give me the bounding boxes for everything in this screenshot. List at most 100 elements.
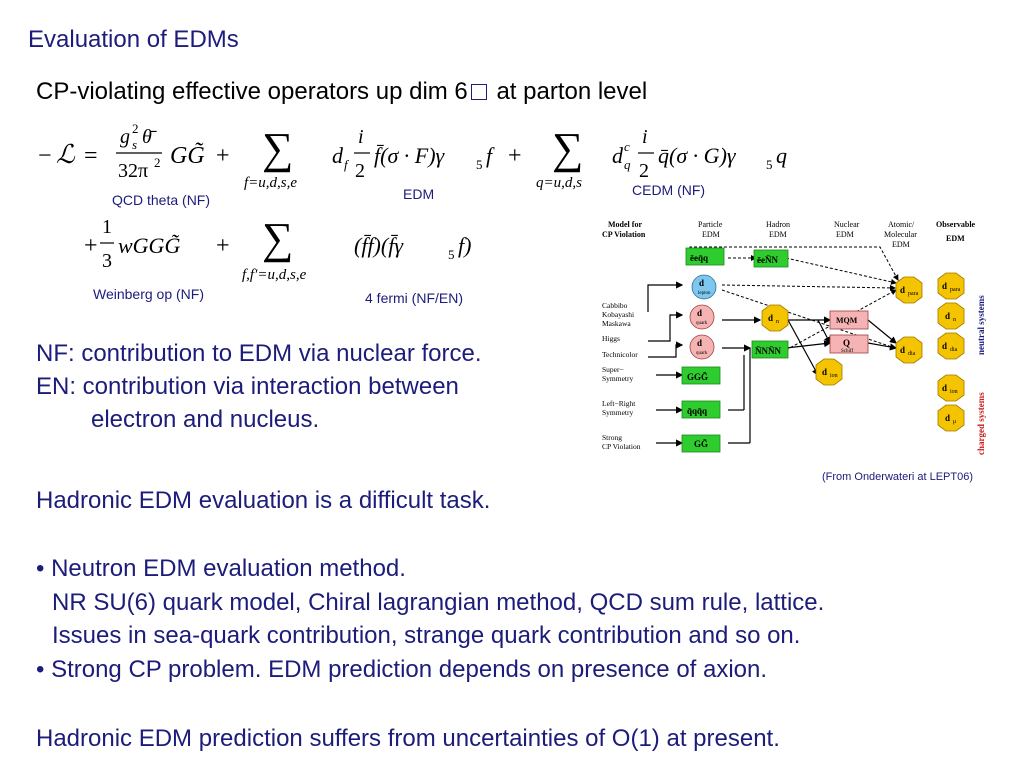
- svg-text:+: +: [216, 233, 230, 259]
- paragraph-hadronic-difficult: Hadronic EDM evaluation is a difficult t…: [36, 487, 491, 514]
- header-atomic2: Molecular: [884, 230, 917, 239]
- svg-text:3: 3: [102, 250, 112, 272]
- side-label-charged: charged systems: [976, 392, 986, 455]
- svg-text:2: 2: [132, 121, 139, 136]
- svg-text:+: +: [84, 233, 98, 259]
- svg-text:lepton: lepton: [698, 291, 711, 296]
- svg-text:q̄qq̄q: q̄qq̄q: [687, 406, 707, 416]
- svg-text:∑: ∑: [262, 124, 293, 173]
- svg-text:d: d: [945, 413, 950, 423]
- model-strong-cp: CP Violation: [602, 442, 641, 451]
- svg-text:d: d: [822, 367, 827, 377]
- svg-text:g: g: [120, 126, 130, 148]
- model-super: Super−: [602, 365, 624, 374]
- svg-text:d: d: [942, 341, 947, 351]
- svg-text:+: +: [216, 143, 230, 169]
- label-four-fermi: 4 fermi (NF/EN): [365, 290, 463, 306]
- svg-text:=: =: [84, 143, 98, 169]
- model-symmetry: Symmetry: [602, 374, 633, 383]
- missing-glyph-box: [470, 84, 487, 100]
- svg-text:dia: dia: [950, 347, 958, 353]
- diagram-caption: (From Onderwateri at LEPT06): [822, 471, 973, 483]
- subtitle-pre: CP-violating effective operators up dim …: [36, 78, 468, 105]
- header-observable2: EDM: [946, 234, 965, 243]
- svg-text:GGG̃: GGG̃: [687, 372, 708, 382]
- bullet-neutron-issues: Issues in sea-quark contribution, strang…: [52, 622, 801, 649]
- svg-text:n: n: [776, 319, 779, 325]
- slide-subtitle: CP-violating effective operators up dim …: [36, 78, 647, 106]
- svg-text:i: i: [358, 126, 364, 148]
- svg-text:5: 5: [448, 247, 455, 262]
- label-weinberg: Weinberg op (NF): [93, 286, 205, 302]
- note-en-cont: electron and nucleus.: [91, 406, 320, 433]
- svg-text:q: q: [624, 157, 631, 172]
- svg-text:d: d: [699, 278, 704, 288]
- header-atomic3: EDM: [892, 240, 910, 249]
- header-particle: Particle: [698, 220, 723, 229]
- svg-text:d: d: [945, 311, 950, 321]
- svg-text:ēeN̄N: ēeN̄N: [757, 255, 778, 265]
- svg-text:q=u,d,s: q=u,d,s: [536, 175, 582, 191]
- svg-text:s: s: [132, 137, 137, 152]
- model-kobayashi: Kobayashi: [602, 310, 634, 319]
- model-strong: Strong: [602, 433, 622, 442]
- svg-text:5: 5: [766, 157, 773, 172]
- svg-text:dia: dia: [908, 351, 916, 357]
- svg-text:GG̃: GG̃: [170, 142, 205, 169]
- header-observable: Observable: [936, 220, 976, 229]
- slide-title: Evaluation of EDMs: [28, 26, 239, 53]
- svg-text:d: d: [612, 143, 624, 168]
- svg-text:d: d: [942, 281, 947, 291]
- label-qcd-theta: QCD theta (NF): [112, 192, 211, 208]
- svg-text:+: +: [508, 143, 522, 169]
- svg-text:wGGG̃: wGGG̃: [118, 233, 180, 258]
- side-label-neutral: neutral systems: [976, 295, 986, 355]
- svg-text:1: 1: [102, 216, 112, 238]
- svg-text:d: d: [697, 308, 702, 318]
- label-cedm: CEDM (NF): [632, 182, 706, 198]
- svg-text:ēeq̄q: ēeq̄q: [690, 253, 708, 263]
- svg-text:2: 2: [639, 160, 649, 182]
- svg-text:f̄(σ · F)γ: f̄(σ · F)γ: [374, 143, 446, 168]
- svg-text:q: q: [776, 143, 787, 168]
- header-nuclear: Nuclear: [834, 220, 860, 229]
- svg-text:quark: quark: [696, 351, 708, 356]
- svg-text:para: para: [908, 291, 919, 297]
- svg-text:ℒ: ℒ: [56, 140, 76, 169]
- header-nuclear2: EDM: [836, 230, 854, 239]
- svg-text:q̄(σ · G)γ: q̄(σ · G)γ: [658, 143, 737, 168]
- svg-text:i: i: [642, 126, 648, 148]
- header-atomic: Atomic/: [888, 220, 915, 229]
- note-nf: NF: contribution to EDM via nuclear forc…: [36, 340, 482, 367]
- svg-text:−: −: [38, 143, 52, 169]
- svg-text:f=u,d,s,e: f=u,d,s,e: [244, 175, 297, 191]
- model-cabbibo: Cabbibo: [602, 301, 628, 310]
- svg-text:(f̄f)(f̄γ: (f̄f)(f̄γ: [354, 233, 404, 258]
- lagrangian-equation: − ℒ = g s 2 θ̄ 32π 2 GG̃ + ∑ f=u,d,s,e d…: [38, 121, 787, 283]
- header-hadron2: EDM: [769, 230, 787, 239]
- svg-text:MQM: MQM: [836, 316, 858, 325]
- svg-text:quark: quark: [696, 321, 708, 326]
- svg-text:d: d: [768, 313, 773, 323]
- svg-text:n: n: [953, 317, 956, 323]
- svg-text:θ̄: θ̄: [142, 126, 157, 148]
- svg-text:Q: Q: [843, 338, 850, 348]
- svg-text:∑: ∑: [552, 124, 583, 173]
- svg-text:2: 2: [355, 160, 365, 182]
- header-model: Model for: [608, 220, 642, 229]
- svg-text:f: f: [344, 157, 350, 172]
- bullet-neutron-edm: • Neutron EDM evaluation method.: [36, 555, 406, 582]
- svg-text:GG̃: GG̃: [694, 439, 708, 449]
- bullet-neutron-methods: NR SU(6) quark model, Chiral lagrangian …: [52, 589, 825, 616]
- svg-text:d: d: [900, 345, 905, 355]
- svg-text:d: d: [942, 383, 947, 393]
- model-lr-symmetry: Symmetry: [602, 408, 633, 417]
- svg-text:f: f: [486, 143, 495, 168]
- cp-violation-flow-diagram: Model for CP Violation Particle EDM Hadr…: [602, 220, 986, 455]
- svg-text:d: d: [332, 143, 344, 168]
- svg-text:f): f): [458, 233, 471, 258]
- svg-text:Schiff: Schiff: [841, 349, 853, 354]
- svg-text:N̄NN̄N: N̄NN̄N: [755, 346, 781, 356]
- svg-text:μ: μ: [953, 419, 956, 425]
- note-en: EN: contribution via interaction between: [36, 373, 459, 400]
